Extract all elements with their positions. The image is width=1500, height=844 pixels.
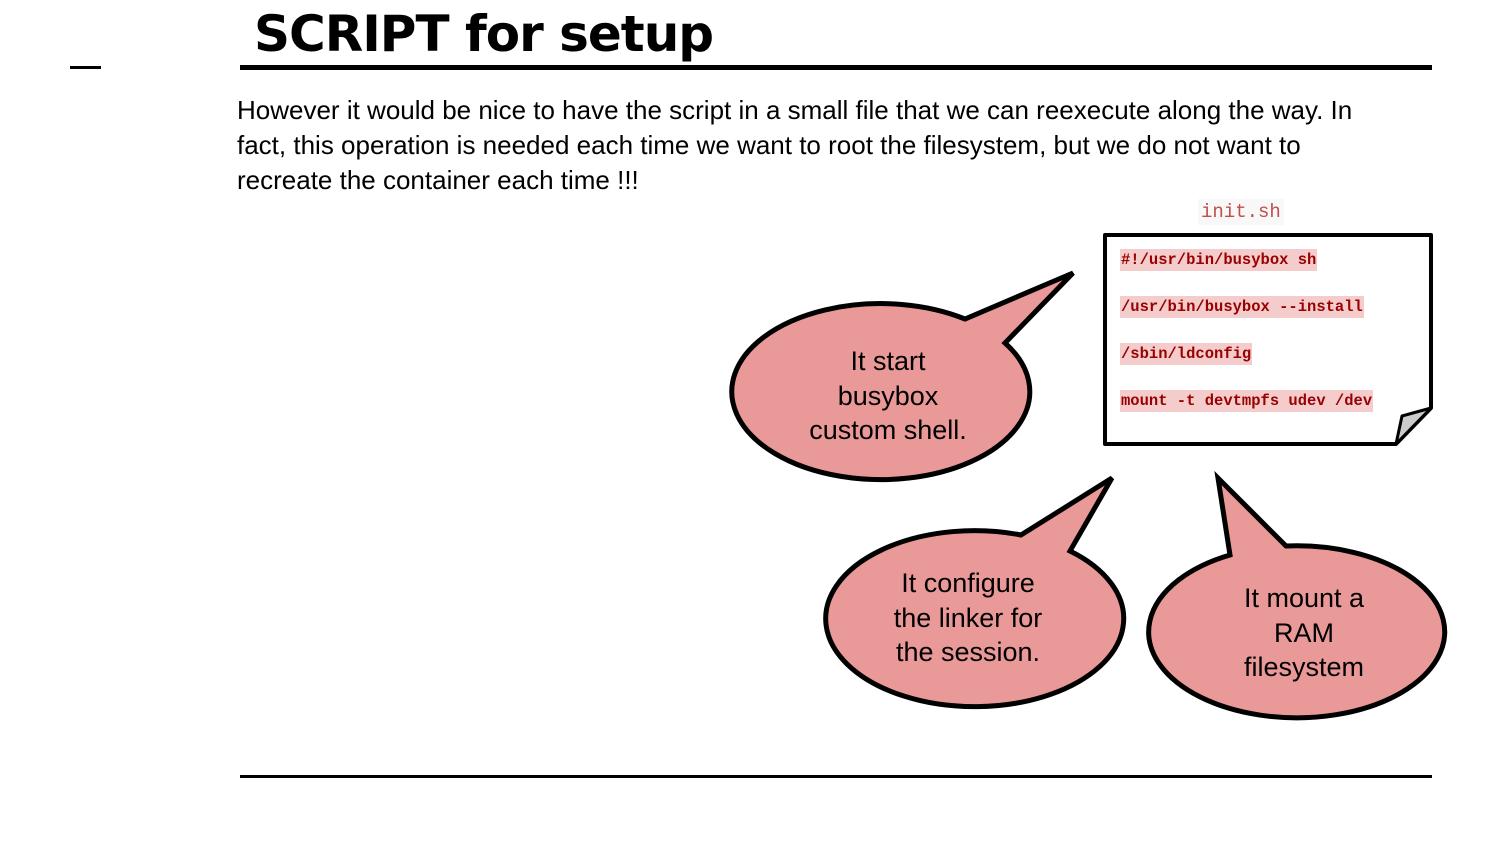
code-line: #!/usr/bin/busybox sh — [1120, 249, 1318, 271]
callout-line: the session. — [895, 637, 1041, 667]
callout-ramfs: It mount a RAM filesystem — [1174, 581, 1434, 685]
callout-line: busybox — [837, 380, 939, 411]
callout-line: RAM — [1274, 617, 1334, 648]
callout-bubble-ramfs — [1146, 470, 1448, 721]
callout-line: It mount a — [1243, 583, 1365, 613]
slide-title: SCRIPT for setup — [254, 5, 714, 63]
callout-line: filesystem — [1243, 652, 1365, 682]
code-line: mount -t devtmpfs udev /dev — [1120, 390, 1374, 412]
callout-bubble-shell — [729, 270, 1075, 483]
callout-line: It configure — [901, 568, 1035, 598]
slide-body-text: However it would be nice to have the scr… — [237, 95, 1353, 195]
callout-line: custom shell. — [809, 415, 967, 445]
code-line: /sbin/ldconfig — [1120, 343, 1253, 365]
callout-shell: It start busybox custom shell. — [758, 344, 1018, 448]
callout-line: It start — [850, 346, 926, 376]
callout-line: the linker for — [893, 602, 1043, 633]
page-fold-icon — [1394, 406, 1433, 446]
code-line: /usr/bin/busybox --install — [1120, 296, 1364, 318]
bottom-rule — [240, 775, 1432, 778]
callout-bubble-linker — [823, 475, 1127, 710]
title-underline — [240, 65, 1432, 70]
callout-linker: It configure the linker for the session. — [838, 566, 1098, 670]
corner-dash — [70, 66, 101, 69]
script-filename: init.sh — [1198, 199, 1284, 225]
